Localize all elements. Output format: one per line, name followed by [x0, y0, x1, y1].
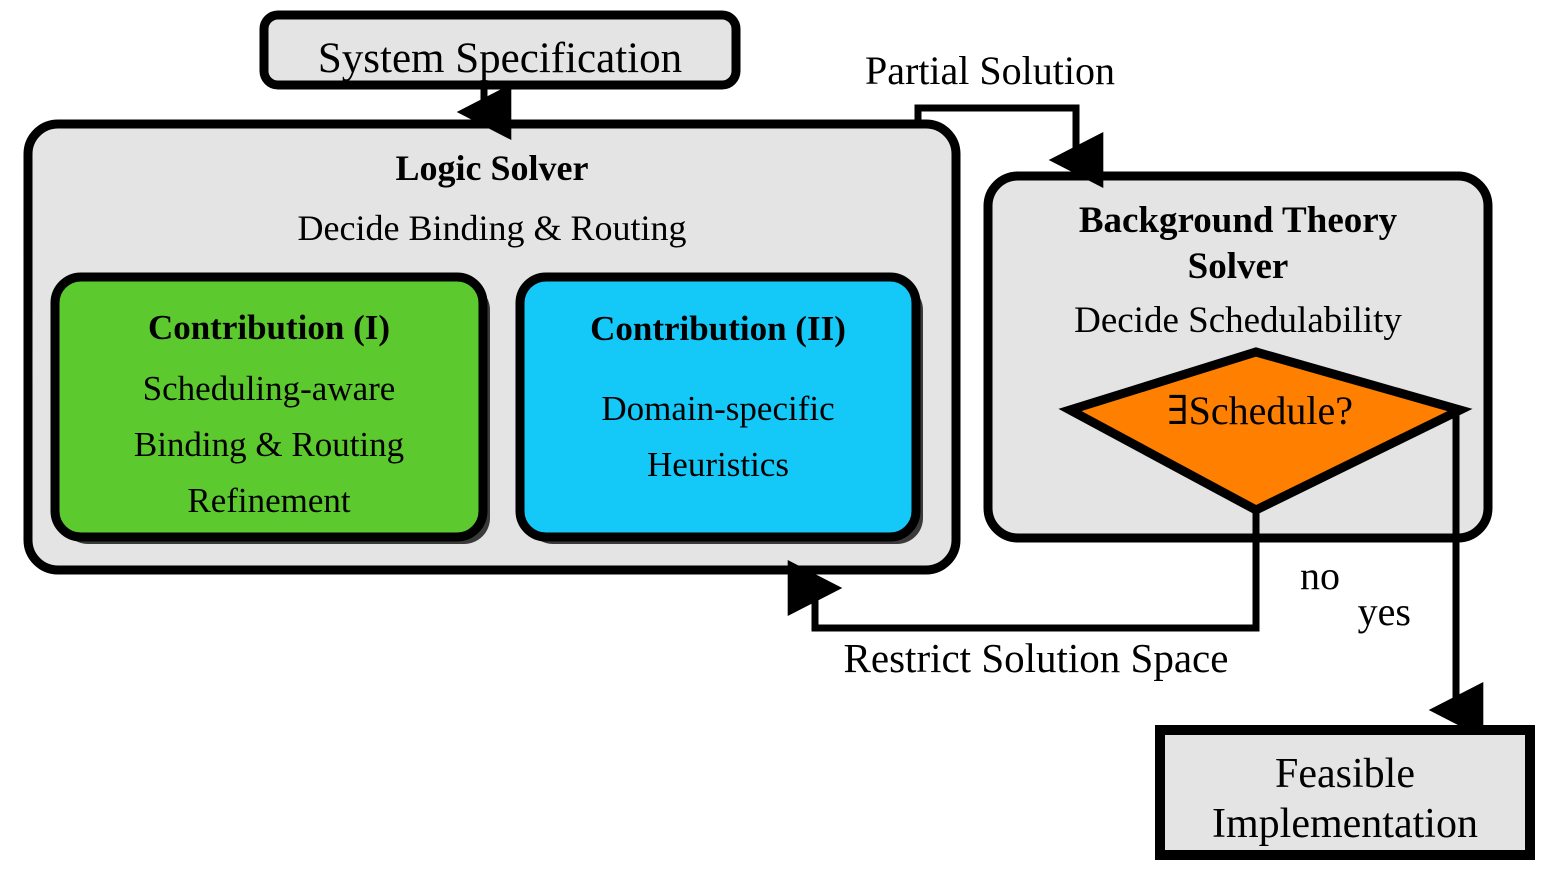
decision-yes-label: yes [1358, 589, 1411, 634]
contribution-ii-line-2: Heuristics [647, 445, 789, 484]
logic-solver-subtitle: Decide Binding & Routing [298, 208, 687, 248]
node-feasible-implementation[interactable]: Feasible Implementation [1155, 725, 1535, 860]
node-contribution-i[interactable]: Contribution (I) Scheduling-aware Bindin… [50, 272, 490, 544]
edge-partial-solution: Partial Solution [865, 48, 1115, 189]
background-theory-solver-subtitle: Decide Schedulability [1074, 300, 1402, 341]
contribution-i-line-3: Refinement [187, 481, 351, 520]
feasible-implementation-box [1155, 725, 1535, 860]
partial-solution-path [914, 104, 1104, 189]
background-theory-solver-title-line-2: Solver [1188, 246, 1289, 287]
decision-no-path [787, 510, 1260, 632]
contribution-ii-line-1: Domain-specific [601, 389, 834, 428]
feasible-implementation-line-2: Implementation [1212, 801, 1478, 847]
system-specification-label: System Specification [318, 35, 682, 82]
contribution-i-box [50, 272, 488, 542]
contribution-i-line-2: Binding & Routing [134, 425, 404, 464]
logic-solver-title: Logic Solver [396, 148, 589, 188]
contribution-i-line-1: Scheduling-aware [143, 369, 396, 408]
feasible-implementation-line-1: Feasible [1275, 751, 1415, 797]
node-contribution-ii[interactable]: Contribution (II) Domain-specific Heuris… [515, 272, 923, 544]
background-theory-solver-title-line-1: Background Theory [1079, 200, 1398, 241]
node-system-specification[interactable]: System Specification [259, 10, 741, 90]
restrict-solution-space-label: Restrict Solution Space [844, 635, 1229, 681]
decision-no-label: no [1300, 553, 1340, 598]
edge-decision-yes: yes [1358, 406, 1484, 739]
partial-solution-label: Partial Solution [865, 48, 1115, 93]
contribution-ii-box [515, 272, 921, 542]
node-decision-schedule[interactable]: ∃Schedule? [1058, 347, 1473, 516]
edge-decision-no: no Restrict Solution Space [787, 510, 1340, 681]
decision-yes-path [1428, 406, 1484, 739]
decision-label: ∃Schedule? [1167, 388, 1353, 433]
contribution-ii-title: Contribution (II) [590, 309, 846, 348]
contribution-i-title: Contribution (I) [148, 308, 390, 347]
